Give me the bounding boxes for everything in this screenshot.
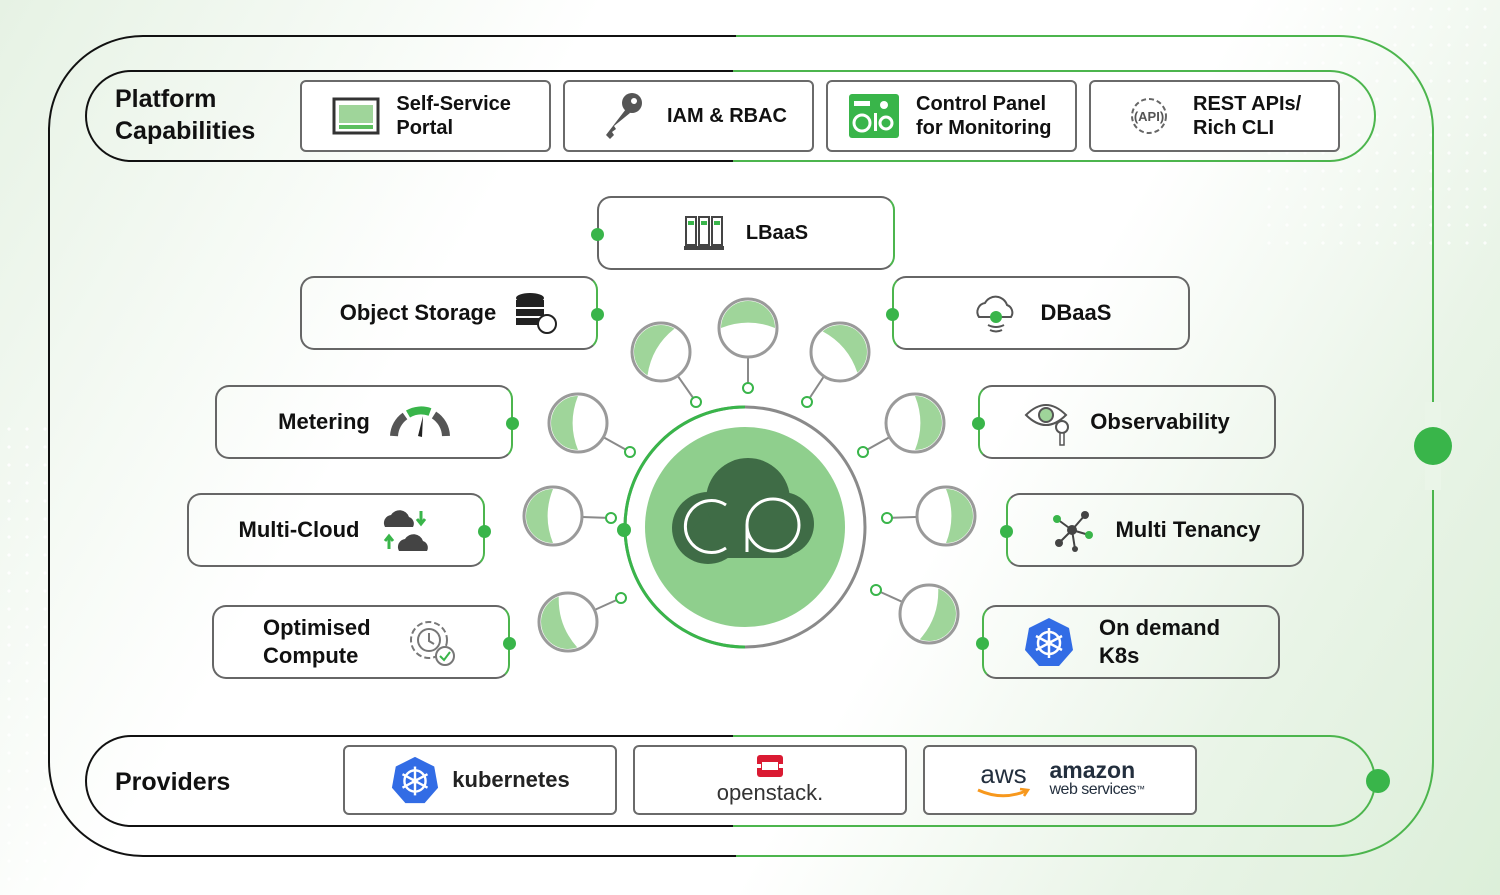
service-label: On demand K8s <box>1099 615 1221 668</box>
service-label: Object Storage <box>339 300 497 325</box>
spoke-dot <box>870 584 882 596</box>
provider-kubernetes[interactable]: kubernetes <box>343 745 617 815</box>
spoke-dot <box>881 512 893 524</box>
trademark-label: ™ <box>1135 784 1145 794</box>
kubernetes-icon <box>390 755 440 805</box>
cloud-database-icon <box>971 291 1021 335</box>
hub-orb <box>898 583 960 645</box>
connector-dot <box>506 417 519 430</box>
platform-band-left <box>85 70 735 162</box>
hub-orb <box>717 297 779 359</box>
service-object-storage[interactable]: Object Storage <box>300 276 598 350</box>
service-multi-cloud[interactable]: Multi-Cloud <box>187 493 485 567</box>
service-label: DBaaS <box>1040 300 1112 325</box>
service-optimised-compute[interactable]: Optimised Compute <box>212 605 510 679</box>
spoke-dot <box>605 512 617 524</box>
connector-dot <box>886 308 899 321</box>
provider-aws[interactable]: aws amazon web services™ <box>923 745 1197 815</box>
web-services-label: web services <box>1049 781 1137 798</box>
dot-pattern-left <box>0 420 60 895</box>
connector-dot <box>591 228 604 241</box>
api-icon: (API) <box>1125 90 1173 142</box>
service-label: Multi Tenancy <box>1115 517 1261 542</box>
capability-label: REST APIs/ Rich CLI <box>1193 93 1302 139</box>
control-panel-icon <box>848 90 900 142</box>
providers-band-left <box>85 735 735 827</box>
key-icon <box>595 90 651 142</box>
service-on-demand-k8s[interactable]: On demand K8s <box>982 605 1280 679</box>
clouds-sync-icon <box>379 505 433 555</box>
platform-capabilities-label: Platform Capabilities <box>115 85 256 145</box>
service-label: Metering <box>278 409 370 434</box>
capability-label: IAM & RBAC <box>667 105 787 127</box>
monitor-icon <box>332 90 380 142</box>
provider-openstack[interactable]: openstack. <box>633 745 907 815</box>
cp-cloud-logo-icon <box>672 458 814 564</box>
hub-orb <box>630 321 692 383</box>
outer-frame-left <box>48 35 738 857</box>
hub-orb <box>884 392 946 454</box>
spoke-dot <box>801 396 813 408</box>
spoke-dot <box>615 592 627 604</box>
connector-dot <box>503 637 516 650</box>
service-label: Optimised Compute <box>263 615 371 668</box>
aws-logo: aws <box>976 761 1032 799</box>
eye-icon <box>1024 397 1076 447</box>
gear-clock-icon <box>403 614 459 670</box>
platform-band-right <box>733 70 1376 162</box>
service-lbaas[interactable]: LBaaS <box>597 196 895 270</box>
spoke-dot <box>742 382 754 394</box>
service-label: Observability <box>1090 409 1230 434</box>
hub-orb <box>537 591 599 653</box>
frame-connector-dot <box>1414 427 1452 465</box>
connector-dot <box>1000 525 1013 538</box>
openstack-logo-icon <box>756 754 784 778</box>
gauge-icon <box>389 404 450 440</box>
service-observability[interactable]: Observability <box>978 385 1276 459</box>
svg-text:(API): (API) <box>1134 109 1164 124</box>
providers-label: Providers <box>115 768 231 796</box>
amazon-web-services-text: amazon web services™ <box>1049 757 1145 799</box>
connector-dot <box>976 637 989 650</box>
amazon-label: amazon <box>1049 757 1136 783</box>
service-metering[interactable]: Metering <box>215 385 513 459</box>
service-multi-tenancy[interactable]: Multi Tenancy <box>1006 493 1304 567</box>
connector-dot <box>972 417 985 430</box>
hub-orb <box>915 485 977 547</box>
network-nodes-icon <box>1049 507 1095 553</box>
provider-label: openstack. <box>716 780 824 805</box>
database-icon <box>514 291 558 335</box>
providers-connector-dot <box>1366 769 1390 793</box>
hub-orbs <box>522 297 977 653</box>
kubernetes-icon <box>1023 616 1075 668</box>
connector-dot <box>478 525 491 538</box>
spoke-dot <box>690 396 702 408</box>
servers-icon <box>683 215 724 251</box>
capability-label: Control Panel for Monitoring <box>916 93 1052 139</box>
connector-dot <box>591 308 604 321</box>
spoke-dot <box>857 446 869 458</box>
hub-orb <box>809 321 871 383</box>
hub-orb <box>547 392 609 454</box>
hub-dot <box>617 523 631 537</box>
capability-label: Self-Service Portal <box>396 93 511 139</box>
hub-orb <box>522 485 584 547</box>
service-label: Multi-Cloud <box>238 517 360 542</box>
capability-control-panel[interactable]: Control Panel for Monitoring <box>826 80 1077 152</box>
capability-self-service-portal[interactable]: Self-Service Portal <box>300 80 551 152</box>
capability-iam-rbac[interactable]: IAM & RBAC <box>563 80 814 152</box>
capability-rest-apis[interactable]: (API) REST APIs/ Rich CLI <box>1089 80 1340 152</box>
service-label: LBaaS <box>745 222 809 244</box>
service-dbaas[interactable]: DBaaS <box>892 276 1190 350</box>
aws-smile-icon <box>976 787 1032 799</box>
aws-wordmark: aws <box>980 759 1027 789</box>
spoke-dot <box>624 446 636 458</box>
provider-label: kubernetes <box>452 767 570 792</box>
